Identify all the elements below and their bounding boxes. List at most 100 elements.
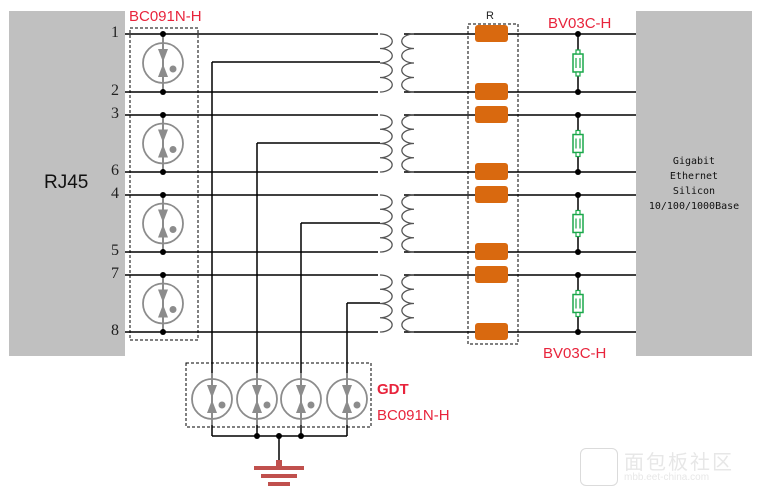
- tvs-cap: [575, 231, 581, 238]
- transformer-primary-coil: [379, 194, 393, 253]
- junction-dot: [160, 89, 166, 95]
- junction-dot: [575, 169, 581, 175]
- junction-dot: [575, 89, 581, 95]
- junction-dot: [575, 272, 581, 278]
- gdt-arrow-down-icon: [158, 289, 168, 303]
- junction-dot: [160, 31, 166, 37]
- gdt-arrow-up-icon: [296, 400, 306, 413]
- gdt-arrow-down-icon: [158, 49, 168, 62]
- transformer-secondary-coil: [401, 194, 415, 253]
- tvs-cap: [575, 209, 581, 216]
- transformer-secondary-coil: [401, 114, 415, 173]
- tvs-cap: [575, 71, 581, 77]
- resistor-group-label: R: [486, 10, 494, 22]
- gdt-arrow-down-icon: [296, 385, 306, 398]
- gdt-dot-icon: [218, 401, 226, 409]
- gdt-dot-icon: [169, 226, 177, 233]
- tvs-cap: [575, 49, 581, 55]
- junction-dot: [160, 329, 166, 335]
- gdt-arrow-up-icon: [252, 400, 262, 413]
- ground-bar-1: [254, 466, 304, 470]
- ground-stem: [276, 460, 282, 468]
- junction-dot: [575, 329, 581, 335]
- pin-label-8: 8: [111, 322, 119, 339]
- gdt-dot-icon: [263, 401, 271, 409]
- gdt-arrow-up-icon: [158, 64, 168, 77]
- resistor-group-box: [467, 23, 519, 345]
- gdt-arrow-down-icon: [252, 385, 262, 398]
- pin-label-7: 7: [111, 265, 119, 282]
- junction-dot: [298, 433, 304, 439]
- gdt-arrow-down-icon: [158, 209, 168, 223]
- tvs-diode-icon: [572, 293, 584, 314]
- series-resistor: [475, 266, 508, 283]
- gdt-dot-icon: [169, 306, 177, 313]
- junction-dot: [575, 31, 581, 37]
- gdt-arrow-up-icon: [158, 224, 168, 238]
- pin-label-5: 5: [111, 242, 119, 259]
- phy-line: Silicon: [672, 186, 716, 197]
- transformer-primary-coil: [379, 33, 393, 93]
- phy-line: Gigabit: [672, 156, 716, 167]
- junction-dot: [160, 272, 166, 278]
- series-resistor: [475, 25, 508, 42]
- pin-label-4: 4: [111, 185, 119, 202]
- junction-dot: [160, 112, 166, 118]
- pin-label-6: 6: [111, 162, 119, 179]
- series-resistor: [475, 106, 508, 123]
- phy-label: Gigabit Ethernet Silicon 10/100/1000Base: [636, 154, 752, 214]
- transformer-primary-coil: [379, 114, 393, 173]
- series-resistor: [475, 83, 508, 100]
- pin-label-2: 2: [111, 82, 119, 99]
- phy-chip-box: [636, 11, 752, 356]
- transformer-secondary-coil: [401, 33, 415, 93]
- phy-line: Ethernet: [669, 171, 719, 182]
- gdt-title-label: GDT: [377, 381, 409, 398]
- series-resistor: [475, 163, 508, 180]
- gdt-dot-icon: [307, 401, 315, 409]
- gdt-arrow-up-icon: [158, 144, 168, 158]
- tvs-diode-icon: [572, 53, 584, 73]
- gdt-arrow-up-icon: [342, 400, 352, 413]
- gdt-arrow-down-icon: [207, 385, 217, 398]
- gdt-dot-icon: [353, 401, 361, 409]
- junction-dot: [575, 249, 581, 255]
- gdt-arrow-down-icon: [158, 129, 168, 143]
- gdt-dot-icon: [169, 65, 177, 73]
- gdt-arrow-down-icon: [342, 385, 352, 398]
- rj45-label: RJ45: [44, 172, 89, 193]
- junction-dot: [160, 192, 166, 198]
- junction-dot: [575, 112, 581, 118]
- tvs-top-part-label: BV03C-H: [548, 15, 612, 32]
- pin-label-1: 1: [111, 24, 119, 41]
- tvs-cap: [575, 129, 581, 136]
- junction-dot: [160, 169, 166, 175]
- transformer-secondary-coil: [401, 274, 415, 333]
- ground-bar-3: [268, 482, 290, 486]
- junction-dot: [160, 249, 166, 255]
- ground-bar-2: [261, 474, 297, 478]
- rj45-connector-box: [9, 11, 125, 356]
- watermark-title: 面包板社区: [624, 452, 734, 474]
- tvs-cap: [575, 151, 581, 158]
- transformer-primary-coil: [379, 274, 393, 333]
- phy-line: 10/100/1000Base: [648, 201, 740, 212]
- junction-dot: [575, 192, 581, 198]
- tvs-diode-icon: [572, 133, 584, 154]
- tvs-cap: [575, 311, 581, 318]
- tvs-cap: [575, 289, 581, 296]
- series-resistor: [475, 323, 508, 340]
- tvs-bottom-part-label: BV03C-H: [543, 345, 607, 362]
- pin-label-3: 3: [111, 105, 119, 122]
- gdt-group-box-bottom: [185, 362, 372, 428]
- gdt-bottom-part-label: BC091N-H: [377, 407, 450, 424]
- gdt-dot-icon: [169, 146, 177, 153]
- watermark-url: mbb.eet-china.com: [624, 472, 710, 483]
- gdt-arrow-up-icon: [207, 400, 217, 413]
- series-resistor: [475, 243, 508, 260]
- series-resistor: [475, 186, 508, 203]
- tvs-diode-icon: [572, 213, 584, 234]
- watermark-logo-icon: [580, 448, 618, 486]
